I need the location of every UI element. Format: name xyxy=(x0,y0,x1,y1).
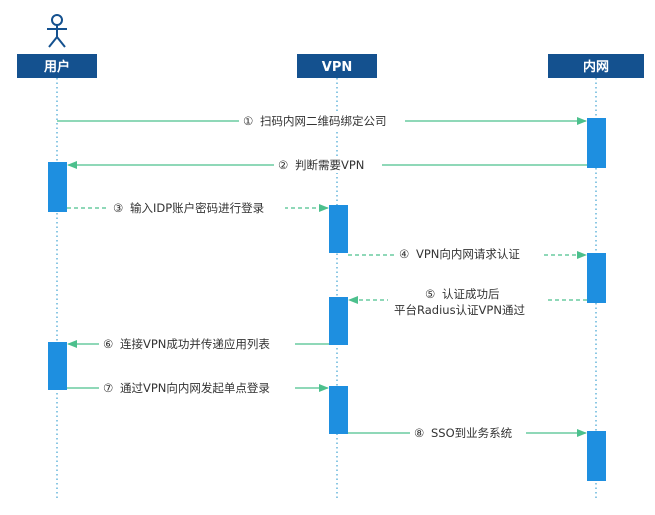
message-label: 扫码内网二维码绑定公司 xyxy=(260,114,387,128)
svg-text:④ VPN向内网请求认证: ④ VPN向内网请求认证 xyxy=(399,247,520,261)
message-label: 连接VPN成功并传递应用列表 xyxy=(120,337,270,351)
message-number: ④ xyxy=(399,247,409,261)
participant-vpn: VPN xyxy=(297,54,377,78)
activation-intranet xyxy=(587,118,606,168)
actor-person-icon xyxy=(47,14,67,48)
svg-text:⑥ 连接VPN成功并传递应用列表: ⑥ 连接VPN成功并传递应用列表 xyxy=(103,337,270,351)
activation-vpn xyxy=(329,205,348,253)
message-number: ③ xyxy=(113,201,123,215)
message-7: ⑦ 通过VPN向内网发起单点登录 xyxy=(67,380,329,396)
svg-text:⑤ 认证成功后: ⑤ 认证成功后 xyxy=(425,287,499,301)
svg-text:① 扫码内网二维码绑定公司: ① 扫码内网二维码绑定公司 xyxy=(243,114,386,128)
activation-vpn xyxy=(329,386,348,434)
svg-text:⑦ 通过VPN向内网发起单点登录: ⑦ 通过VPN向内网发起单点登录 xyxy=(103,381,270,395)
message-number: ① xyxy=(243,114,253,128)
activation-vpn xyxy=(329,297,348,345)
svg-text:③ 输入IDP账户密码进行登录: ③ 输入IDP账户密码进行登录 xyxy=(113,201,264,215)
activation-intranet xyxy=(587,431,606,481)
message-1: ① 扫码内网二维码绑定公司 xyxy=(57,113,587,129)
message-number: ⑥ xyxy=(103,337,113,351)
participant-user: 用户 xyxy=(17,54,97,78)
message-label: 判断需要VPN xyxy=(295,158,364,172)
message-label-line-2: 平台Radius认证VPN通过 xyxy=(394,303,525,317)
message-label: 通过VPN向内网发起单点登录 xyxy=(120,381,270,395)
message-label: VPN向内网请求认证 xyxy=(416,247,520,261)
message-5: ⑤ 认证成功后 平台Radius认证VPN通过 xyxy=(348,286,587,318)
participant-user-label: 用户 xyxy=(43,59,70,75)
message-number: ⑧ xyxy=(414,426,424,440)
message-number: ⑤ xyxy=(425,287,435,301)
participant-intranet: 内网 xyxy=(548,54,644,78)
message-label: 输入IDP账户密码进行登录 xyxy=(130,201,264,215)
svg-text:② 判断需要VPN: ② 判断需要VPN xyxy=(278,158,364,172)
activation-user xyxy=(48,162,67,212)
message-label: SSO到业务系统 xyxy=(431,426,513,440)
activation-intranet xyxy=(587,253,606,303)
participant-vpn-label: VPN xyxy=(322,60,352,75)
message-3: ③ 输入IDP账户密码进行登录 xyxy=(67,200,329,216)
participant-intranet-label: 内网 xyxy=(583,59,609,75)
svg-text:⑧ SSO到业务系统: ⑧ SSO到业务系统 xyxy=(414,426,513,440)
message-number: ⑦ xyxy=(103,381,113,395)
activation-user xyxy=(48,342,67,390)
message-8: ⑧ SSO到业务系统 xyxy=(348,425,587,441)
message-2: ② 判断需要VPN xyxy=(67,157,587,173)
message-6: ⑥ 连接VPN成功并传递应用列表 xyxy=(67,336,329,352)
message-label: 认证成功后 xyxy=(442,287,500,301)
message-4: ④ VPN向内网请求认证 xyxy=(348,246,587,262)
message-number: ② xyxy=(278,158,288,172)
